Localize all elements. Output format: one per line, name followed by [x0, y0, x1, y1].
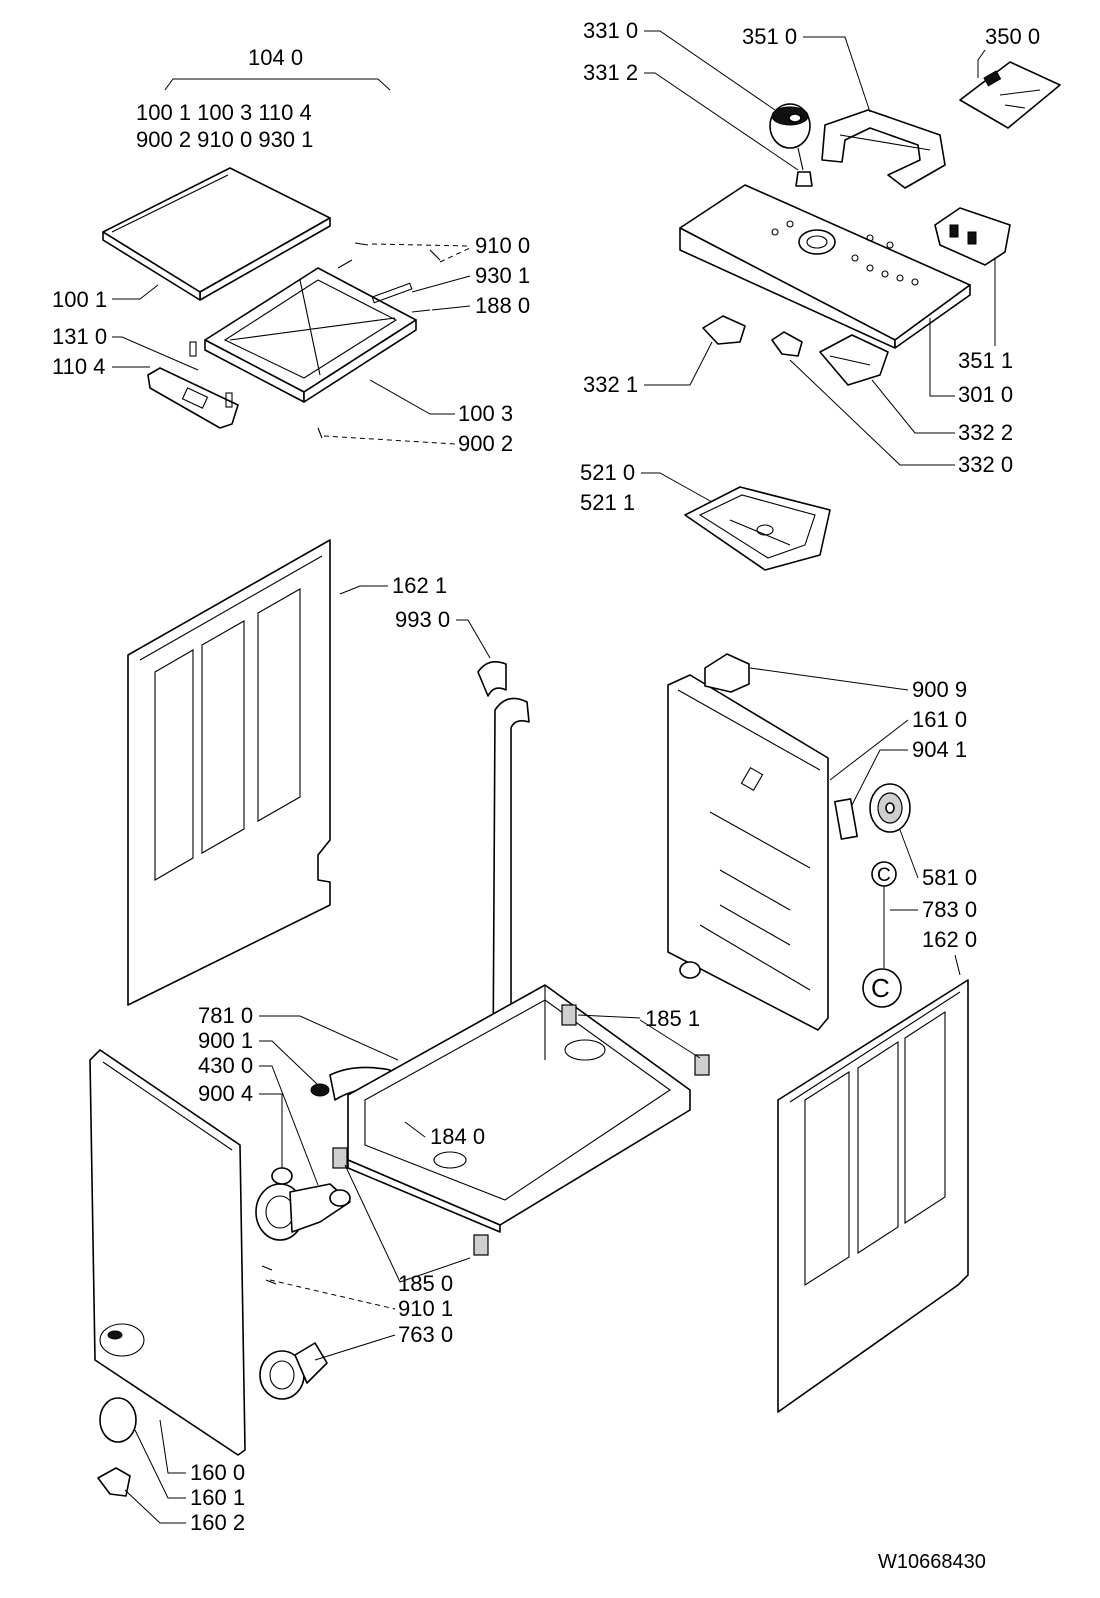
label-900-2: 900 2 — [458, 431, 513, 456]
label-160-0: 160 0 — [190, 1460, 245, 1485]
drain-pump-part — [255, 1167, 351, 1241]
label-900-9: 900 9 — [912, 677, 967, 702]
label-160-1: 160 1 — [190, 1485, 245, 1510]
lid-group-header: 104 0 100 1 100 3 110 4 900 2 910 0 930 … — [136, 45, 391, 152]
label-521-1: 521 1 — [580, 490, 635, 515]
label-110-4: 110 4 — [52, 354, 105, 379]
label-910-0: 910 0 — [475, 233, 530, 258]
group-members-line-1: 100 1 100 3 110 4 — [136, 100, 312, 125]
label-100-1: 100 1 — [52, 287, 107, 312]
label-184-0: 184 0 — [430, 1124, 485, 1149]
label-430-0: 430 0 — [198, 1053, 253, 1078]
label-185-0: 185 0 — [398, 1271, 453, 1296]
label-351-1: 351 1 — [958, 348, 1013, 373]
lid-hardware — [189, 242, 441, 439]
control-knob-part — [769, 103, 813, 187]
clip-part — [834, 798, 858, 840]
motor-pulley-part — [869, 783, 911, 833]
label-781-0: 781 0 — [198, 1003, 253, 1028]
label-930-1: 930 1 — [475, 263, 530, 288]
label-332-0: 332 0 — [958, 452, 1013, 477]
group-members-line-2: 900 2 910 0 930 1 — [136, 127, 313, 152]
button-holder-part — [934, 207, 1011, 266]
label-188-0: 188 0 — [475, 293, 530, 318]
dispenser-drawer-part — [684, 486, 831, 571]
console-panel-part — [679, 184, 971, 349]
pump-filter-part — [259, 1342, 328, 1400]
label-331-2: 331 2 — [583, 60, 638, 85]
belt-marker-small: C — [877, 865, 891, 886]
label-904-1: 904 1 — [912, 737, 967, 762]
label-581-0: 581 0 — [922, 865, 977, 890]
label-910-1: 910 1 — [398, 1296, 453, 1321]
label-160-2: 160 2 — [190, 1510, 245, 1535]
label-521-0: 521 0 — [580, 460, 635, 485]
leveling-feet — [332, 1004, 710, 1256]
label-783-0: 783 0 — [922, 897, 977, 922]
label-993-0: 993 0 — [395, 607, 450, 632]
label-162-0: 162 0 — [922, 927, 977, 952]
lid-frame-part — [204, 267, 417, 403]
control-board-part — [959, 61, 1061, 129]
label-350-0: 350 0 — [985, 24, 1040, 49]
label-331-0: 331 0 — [583, 18, 638, 43]
label-162-1: 162 1 — [392, 573, 447, 598]
label-131-0: 131 0 — [52, 324, 107, 349]
belt-markers: C C — [862, 861, 902, 1008]
lid-part — [102, 167, 331, 301]
console-switches — [702, 315, 889, 386]
label-763-0: 763 0 — [398, 1322, 453, 1347]
base-frame-part — [347, 984, 691, 1233]
side-panel-left-part — [127, 539, 331, 1006]
console-bracket-part — [821, 109, 946, 189]
filter-clip-part — [97, 1467, 131, 1497]
label-100-3: 100 3 — [458, 401, 513, 426]
belt-marker-large: C — [871, 973, 890, 1003]
rear-panel-part — [667, 653, 829, 1031]
label-301-0: 301 0 — [958, 382, 1013, 407]
side-panel-right-part — [777, 979, 969, 1413]
label-161-0: 161 0 — [912, 707, 967, 732]
filter-cover-part — [99, 1397, 137, 1443]
label-351-0: 351 0 — [742, 24, 797, 49]
label-332-2: 332 2 — [958, 420, 1013, 445]
label-900-4: 900 4 — [198, 1081, 253, 1106]
front-trim-part — [147, 367, 239, 429]
front-panel-part — [89, 1049, 246, 1456]
label-332-1: 332 1 — [583, 372, 638, 397]
label-900-1: 900 1 — [198, 1028, 253, 1053]
group-label: 104 0 — [248, 45, 303, 70]
label-185-1: 185 1 — [645, 1006, 700, 1031]
drawing-reference: W10668430 — [878, 1551, 986, 1573]
